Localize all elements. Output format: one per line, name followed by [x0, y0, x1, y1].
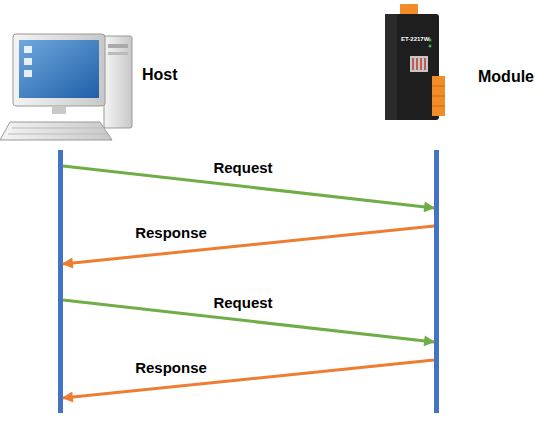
message-arrow [63, 360, 434, 398]
computer-icon [0, 34, 132, 140]
message-arrow [63, 226, 434, 264]
participant-label: Module [478, 68, 534, 86]
participant-label: Host [142, 66, 178, 84]
lifeline: Module [434, 150, 439, 413]
model-label: ET-2217W [401, 36, 429, 42]
message-label: Response [135, 224, 207, 241]
message-label: Request [213, 294, 272, 311]
message-label: Response [135, 359, 207, 376]
message-label: Request [213, 159, 272, 176]
lifeline: Host [58, 150, 63, 413]
module-device [385, 4, 445, 120]
